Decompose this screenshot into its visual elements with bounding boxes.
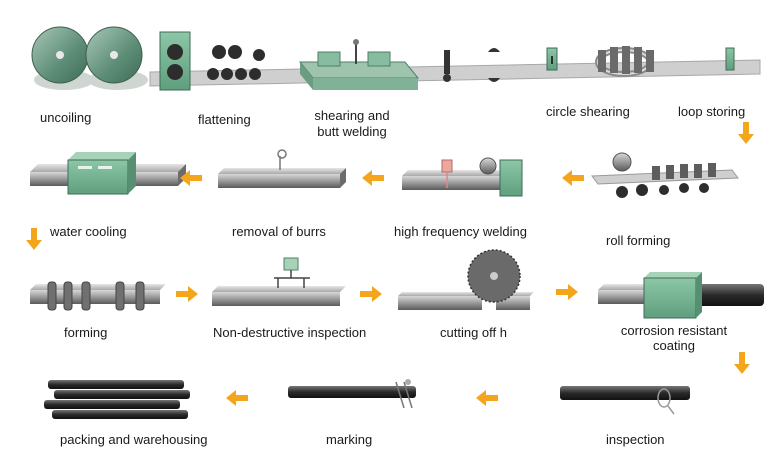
packing-illustration xyxy=(44,380,190,419)
inspection-illustration xyxy=(560,386,690,415)
flow-arrow-11 xyxy=(226,390,248,406)
forming-illustration xyxy=(30,281,166,311)
flow-arrow-10 xyxy=(476,390,498,406)
flow-arrow-2 xyxy=(562,170,584,186)
label-forming: forming xyxy=(64,325,108,340)
label-hf-welding: high frequency welding xyxy=(394,224,527,239)
flow-arrow-5 xyxy=(26,228,42,250)
removal-of-burrs-illustration xyxy=(218,149,346,188)
label-loop-storing: loop storing xyxy=(678,104,746,119)
label-roll-forming: roll forming xyxy=(606,233,671,248)
label-removal-burrs: removal of burrs xyxy=(232,224,326,239)
shearing-illustration xyxy=(298,39,420,90)
uncoiling-illustration xyxy=(31,26,148,90)
flow-arrow-4 xyxy=(180,170,202,186)
label-packing: packing and warehousing xyxy=(60,432,208,447)
label-ndi: Non-destructive inspection xyxy=(213,325,367,340)
hf-welding-illustration xyxy=(402,157,523,197)
ndi-illustration xyxy=(212,257,346,306)
flow-arrow-7 xyxy=(360,286,382,302)
flow-arrows xyxy=(26,122,754,406)
roll-forming-illustration xyxy=(591,152,739,198)
label-water-cooling: water cooling xyxy=(50,224,127,239)
label-uncoiling: uncoiling xyxy=(40,110,92,125)
cutting-off-illustration xyxy=(398,249,534,310)
label-circle-shearing: circle shearing xyxy=(546,104,630,119)
water-cooling-illustration xyxy=(30,152,186,195)
flow-arrow-9 xyxy=(734,352,750,374)
label-marking: marking xyxy=(326,432,373,447)
circle-shearing-illustration xyxy=(546,47,558,71)
flow-arrow-6 xyxy=(176,286,198,302)
label-coating: corrosion resistant coating xyxy=(620,323,728,353)
coating-illustration xyxy=(598,272,764,319)
marking-illustration xyxy=(288,379,416,409)
label-inspection: inspection xyxy=(606,432,665,447)
loop-storing-illustration xyxy=(595,46,735,77)
flattening-illustration xyxy=(159,31,265,91)
flow-arrow-3 xyxy=(362,170,384,186)
flow-arrow-8 xyxy=(556,284,578,300)
flow-arrow-1 xyxy=(738,122,754,144)
label-flattening: flattening xyxy=(198,112,251,127)
label-cutting-off: cutting off h xyxy=(440,325,507,340)
intermediate-tooling xyxy=(443,48,500,82)
label-shearing: shearing and butt welding xyxy=(314,108,390,139)
